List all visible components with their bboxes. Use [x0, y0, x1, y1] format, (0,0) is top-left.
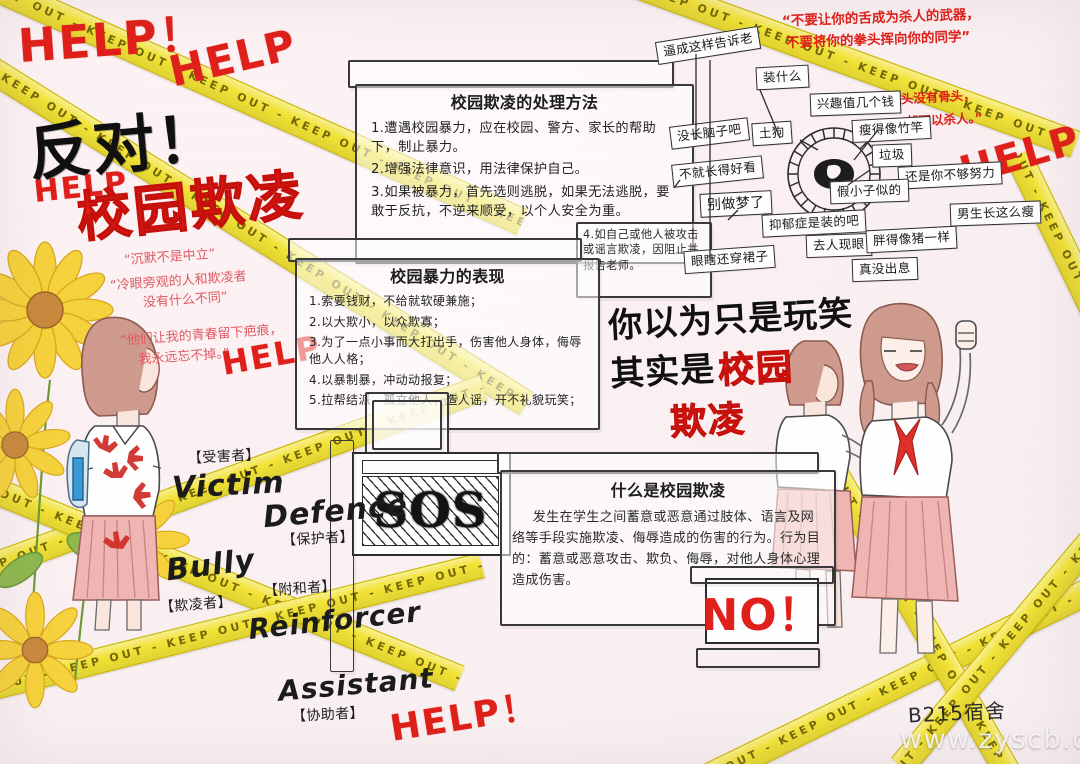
- taunt-label: 逼成这样告诉老: [654, 25, 762, 65]
- taunt-label: 垃圾: [871, 143, 913, 168]
- taunt-label: 男生长这么瘦: [949, 200, 1042, 227]
- taunt-label: 土狗: [751, 120, 793, 146]
- methods-item: 3.如果被暴力，首先选则逃脱，如果无法逃脱，要敢于反抗，不逆来顺受，以个人安全为…: [371, 184, 670, 219]
- taunt-label: 装什么: [755, 64, 810, 90]
- role-label-cn: 【保护者】: [281, 529, 355, 549]
- behaviour-item: 4.以暴制暴，冲动动报复；: [309, 372, 458, 387]
- no-text: NO！: [701, 590, 823, 641]
- sos-text: SOS: [373, 483, 488, 539]
- taunt-label: 胖得像猪一样: [865, 225, 958, 253]
- sos-stand: [330, 440, 354, 672]
- methods-title: 校园欺凌的处理方法: [450, 93, 599, 112]
- taunt-label: 真没出息: [851, 256, 918, 282]
- role-label-cn: 【受害者】: [187, 447, 261, 467]
- definition-box: 什么是校园欺凌 发生在学生之间蓄意或恶意通过肢体、语言及网络等手段实施欺凌、侮辱…: [500, 470, 836, 626]
- behaviour-item: 1.索要钱财，不给就软硬兼施；: [309, 294, 483, 309]
- behaviour-item: 3.为了一点小事而大打出手，伤害他人身体，侮辱他人人格；: [309, 334, 582, 367]
- headline-line3-red: 欺凌: [669, 399, 748, 445]
- monitor-screen: [372, 400, 442, 450]
- no-sign: NO！: [701, 578, 822, 644]
- headline-line2-red: 校园: [717, 347, 796, 393]
- no-sign-base: [696, 648, 820, 668]
- no-sign-stand: [690, 566, 834, 584]
- watermark: www.zyscb.com: [900, 724, 1080, 755]
- victim-girl-figure: [66, 316, 162, 631]
- behaviour-item: 5.拉帮结派，孤立他人，造人谣，开不礼貌玩笑；: [309, 392, 590, 409]
- headline-line2-black: 其实是: [609, 349, 717, 395]
- behaviour-title: 校园暴力的表现: [390, 267, 505, 286]
- definition-title: 什么是校园欺凌: [610, 481, 726, 500]
- taunt-label: 兴趣值几个钱: [809, 90, 902, 117]
- taunt-label: 假小子似的: [829, 178, 909, 204]
- sos-top-bar: [362, 460, 499, 474]
- methods-item4: 4.如自己或他人被攻击或谣言欺凌，因阻止并报告老师。: [583, 228, 699, 272]
- behaviour-item: 2.以大欺小，以众欺寡；: [309, 314, 446, 329]
- taunt-label: 瘦得像竹竿: [851, 115, 932, 143]
- taunt-label: 去人现眼: [805, 232, 872, 258]
- methods-item: 2.增强法律意识，用法律保护自己。: [371, 162, 589, 178]
- definition-body: 发生在学生之间蓄意或恶意通过肢体、语言及网络等手段实施欺凌、侮辱造成的伤害的行为…: [512, 510, 821, 589]
- role-label-cn: 【协助者】: [291, 705, 365, 725]
- sos-display: SOS: [362, 476, 499, 546]
- methods-item: 1.遭遇校园暴力，应在校园、警方、家长的帮助下，制止暴力。: [371, 121, 657, 156]
